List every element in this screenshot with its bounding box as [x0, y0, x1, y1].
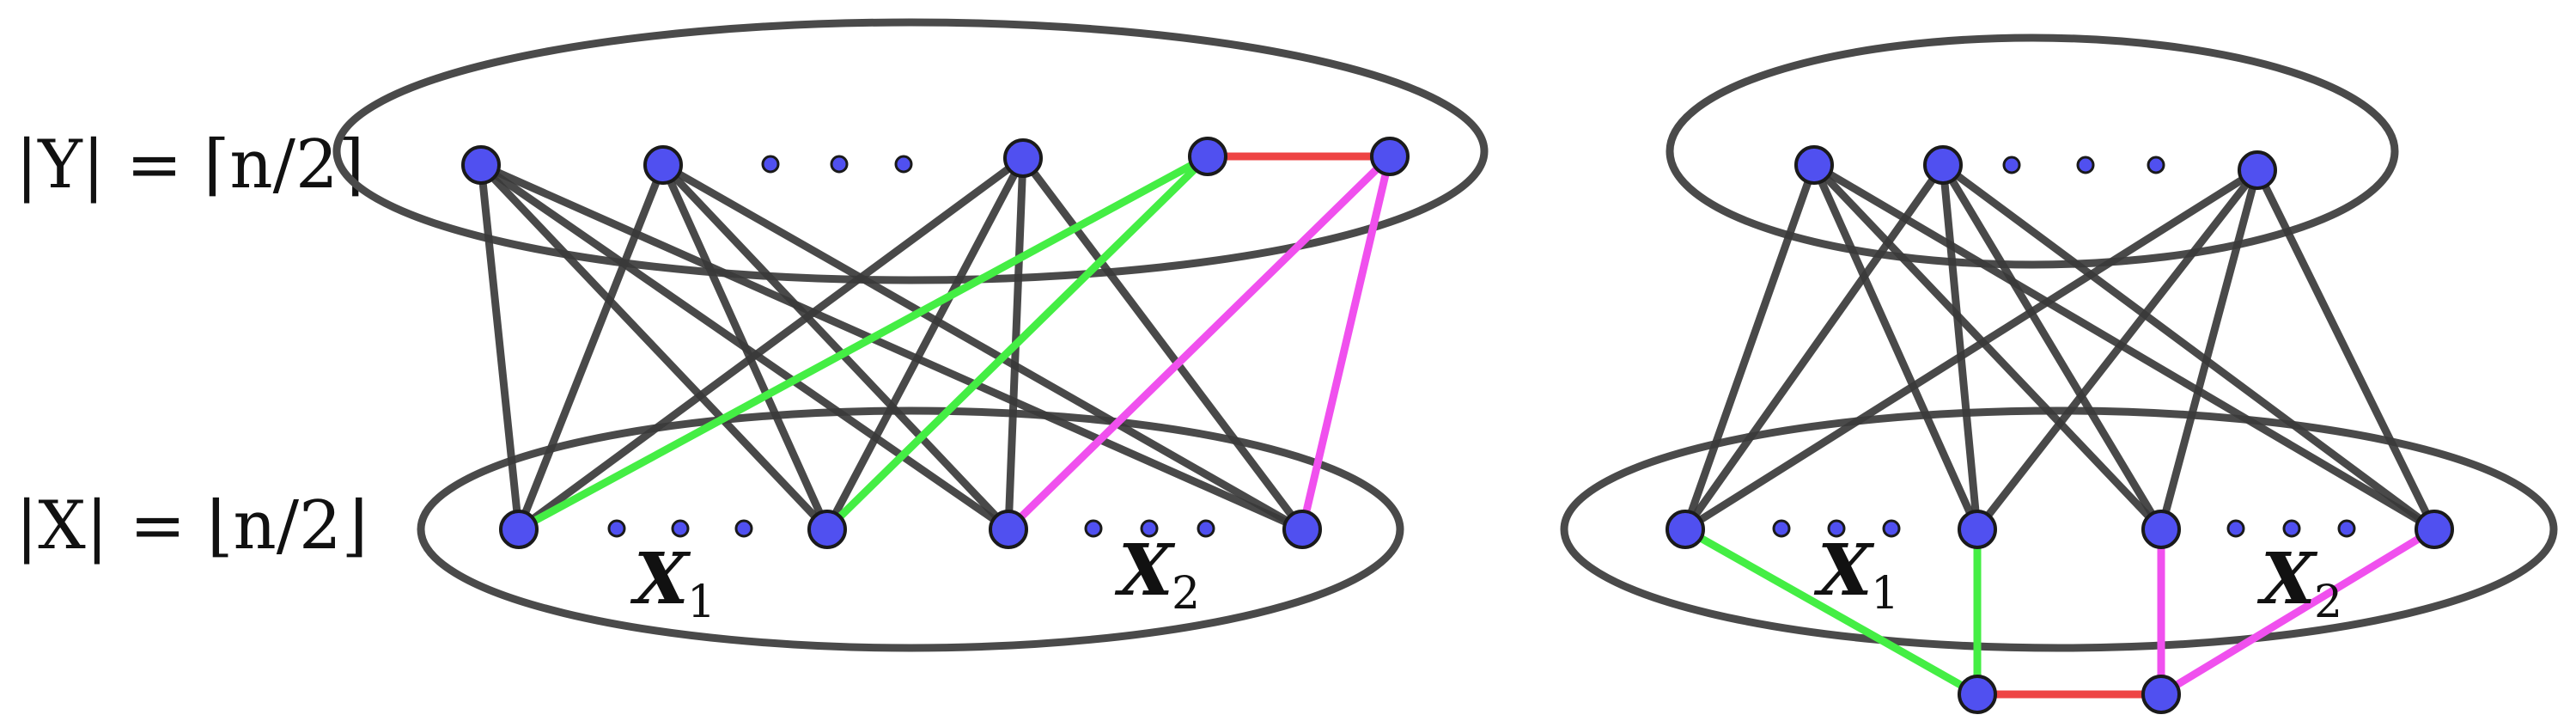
right-vertex-b2: [2141, 675, 2181, 714]
left-edge-black-y2-x4: [659, 161, 1306, 534]
left-vertex-x2: [807, 510, 847, 549]
right-vertex-y2: [1923, 145, 1963, 185]
left-vertex-y3: [1003, 138, 1043, 178]
left-vertex-x3: [989, 510, 1028, 549]
left-x2-label: X 2: [1114, 529, 1200, 620]
left-x2-letter: X: [1114, 529, 1176, 612]
right-edge-black-y2-x3: [1939, 161, 2165, 534]
ellipse-layer: [332, 18, 2558, 652]
y-set-label-text: |Y| = ⌈n/2⌉: [15, 126, 364, 204]
left-y-dot: [830, 155, 849, 174]
right-edge-black-y1-x3: [1810, 161, 2165, 534]
right-edge-magenta-x4-b2: [2157, 525, 2439, 699]
left-x2-subscript: 2: [1172, 568, 1200, 620]
left-edge-black-y3-x4: [1019, 154, 1306, 534]
left-edge-black-y2-x2: [659, 161, 831, 534]
left-vertices: [461, 137, 1410, 549]
left-y-dot: [894, 155, 913, 174]
left-vertex-x4: [1282, 510, 1322, 549]
right-vertex-x2: [1958, 510, 1997, 549]
right-x1-letter: X: [1813, 529, 1875, 612]
left-vertex-y2: [643, 145, 683, 185]
right-edge-black-y3-x1: [1681, 166, 2262, 534]
left-edge-black-y2-x1: [515, 161, 667, 534]
left-edge-black-y1-x2: [477, 161, 831, 534]
right-x2-label: X 2: [2256, 538, 2342, 628]
left-x2-dot: [1084, 519, 1103, 538]
left-edge-green-y4-x1: [515, 152, 1212, 534]
right-edge-black-y1-x2: [1810, 161, 1982, 534]
left-edge-black-y3-x1: [515, 154, 1027, 534]
right-edges: [1681, 161, 2439, 699]
right-x2-dot: [2226, 519, 2245, 538]
right-x1-dot: [1882, 519, 1901, 538]
left-vertex-x1: [499, 510, 539, 549]
left-x1-dot: [607, 519, 626, 538]
right-edge-black-y3-x2: [1973, 166, 2262, 534]
right-x1-label: X 1: [1813, 529, 1899, 620]
right-y-dot: [2002, 156, 2021, 174]
right-y-ellipse: [1666, 34, 2399, 269]
left-x2-dot: [1140, 519, 1159, 538]
right-x2-dot: [2337, 519, 2356, 538]
left-vertex-y1: [461, 145, 501, 185]
right-vertices: [1666, 145, 2454, 714]
right-y-dot: [2076, 156, 2095, 174]
x-set-label-text: |X| = ⌊n/2⌋: [15, 487, 368, 565]
right-vertex-x3: [2141, 510, 2181, 549]
right-x-ellipse: [1560, 406, 2558, 652]
left-x1-subscript: 1: [687, 577, 716, 628]
left-x-ellipse: [417, 406, 1404, 652]
right-x2-dot: [2282, 519, 2301, 538]
right-vertex-b1: [1958, 675, 1997, 714]
left-edge-black-y2-x3: [659, 161, 1013, 534]
left-x1-label: X 1: [630, 538, 716, 628]
right-edge-black-y2-x1: [1681, 161, 1947, 534]
left-edge-black-y3-x2: [823, 154, 1027, 534]
left-y-dot: [761, 155, 780, 174]
left-x2-dot: [1197, 519, 1215, 538]
right-edge-black-y3-x4: [2253, 166, 2439, 534]
left-x1-dot: [734, 519, 753, 538]
left-y-ellipse: [332, 18, 1489, 284]
right-x1-subscript: 1: [1871, 568, 1899, 620]
right-edge-black-y3-x3: [2157, 166, 2262, 534]
right-vertex-x1: [1666, 510, 1705, 549]
left-edges: [477, 152, 1394, 534]
left-edge-black-y1-x1: [477, 161, 523, 534]
right-edge-black-y1-x1: [1681, 161, 1818, 534]
right-vertex-y3: [2238, 150, 2277, 190]
x-set-label: |X| = ⌊n/2⌋: [15, 487, 368, 565]
ellipsis-dots: [607, 155, 2356, 538]
right-x1-dot: [1827, 519, 1846, 538]
right-edge-green-x1-b1: [1681, 525, 1982, 699]
left-edge-magenta-y5-x4: [1298, 152, 1394, 534]
left-vertex-y4: [1188, 137, 1227, 176]
right-vertex-y1: [1794, 145, 1834, 185]
left-x1-letter: X: [630, 538, 691, 620]
right-x1-dot: [1772, 519, 1791, 538]
left-edge-black-y1-x4: [477, 161, 1306, 534]
right-vertex-x4: [2415, 510, 2454, 549]
left-vertex-y5: [1370, 137, 1410, 176]
right-edge-black-y2-x4: [1939, 161, 2439, 534]
left-x1-dot: [671, 519, 690, 538]
right-x2-subscript: 2: [2314, 577, 2342, 628]
right-x2-letter: X: [2256, 538, 2318, 620]
y-set-label: |Y| = ⌈n/2⌉: [15, 126, 364, 204]
left-edge-magenta-y5-x3: [1004, 152, 1394, 534]
right-y-dot: [2147, 156, 2165, 174]
left-edge-green-y4-x2: [823, 152, 1212, 534]
right-edge-black-y2-x2: [1939, 161, 1982, 534]
